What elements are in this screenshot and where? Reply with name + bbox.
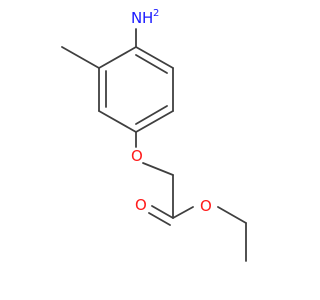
atom-labels: N H 2 O O O: [131, 8, 212, 215]
ester-bond: [217, 206, 247, 224]
atom-label-ester-o: O: [200, 197, 212, 215]
ring-bond-inner: [135, 105, 168, 125]
ring-bond: [98, 110, 137, 133]
structure-diagram: N H 2 O O O: [61, 8, 247, 262]
bonds: [61, 28, 247, 262]
atom-label-h-count: 2: [153, 8, 159, 19]
ether-bond: [142, 162, 174, 176]
atom-label-ether-o: O: [131, 147, 143, 165]
methyl-bond: [61, 46, 100, 69]
ring-bond: [135, 46, 174, 69]
ring-bond: [98, 46, 137, 69]
ester-bond: [172, 206, 194, 219]
atom-label-h: H: [142, 9, 153, 27]
atom-label-carbonyl-o: O: [135, 196, 147, 214]
ring-bond: [135, 110, 174, 133]
carbonyl-bond: [148, 212, 171, 226]
atom-label-n: N: [131, 9, 142, 27]
ring-bond-inner: [135, 54, 168, 74]
molecule-canvas: N H 2 O O O: [61, 8, 247, 262]
carbonyl-bond: [151, 205, 174, 219]
